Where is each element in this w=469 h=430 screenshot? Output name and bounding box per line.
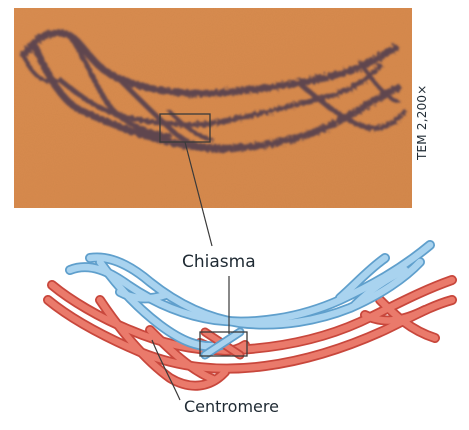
red-chromatids (48, 280, 452, 386)
centromere-label: Centromere (184, 397, 279, 416)
chiasma-label: Chiasma (182, 252, 256, 272)
micrograph-panel (14, 8, 412, 208)
magnification-label: TEM 2,200× (415, 85, 429, 161)
